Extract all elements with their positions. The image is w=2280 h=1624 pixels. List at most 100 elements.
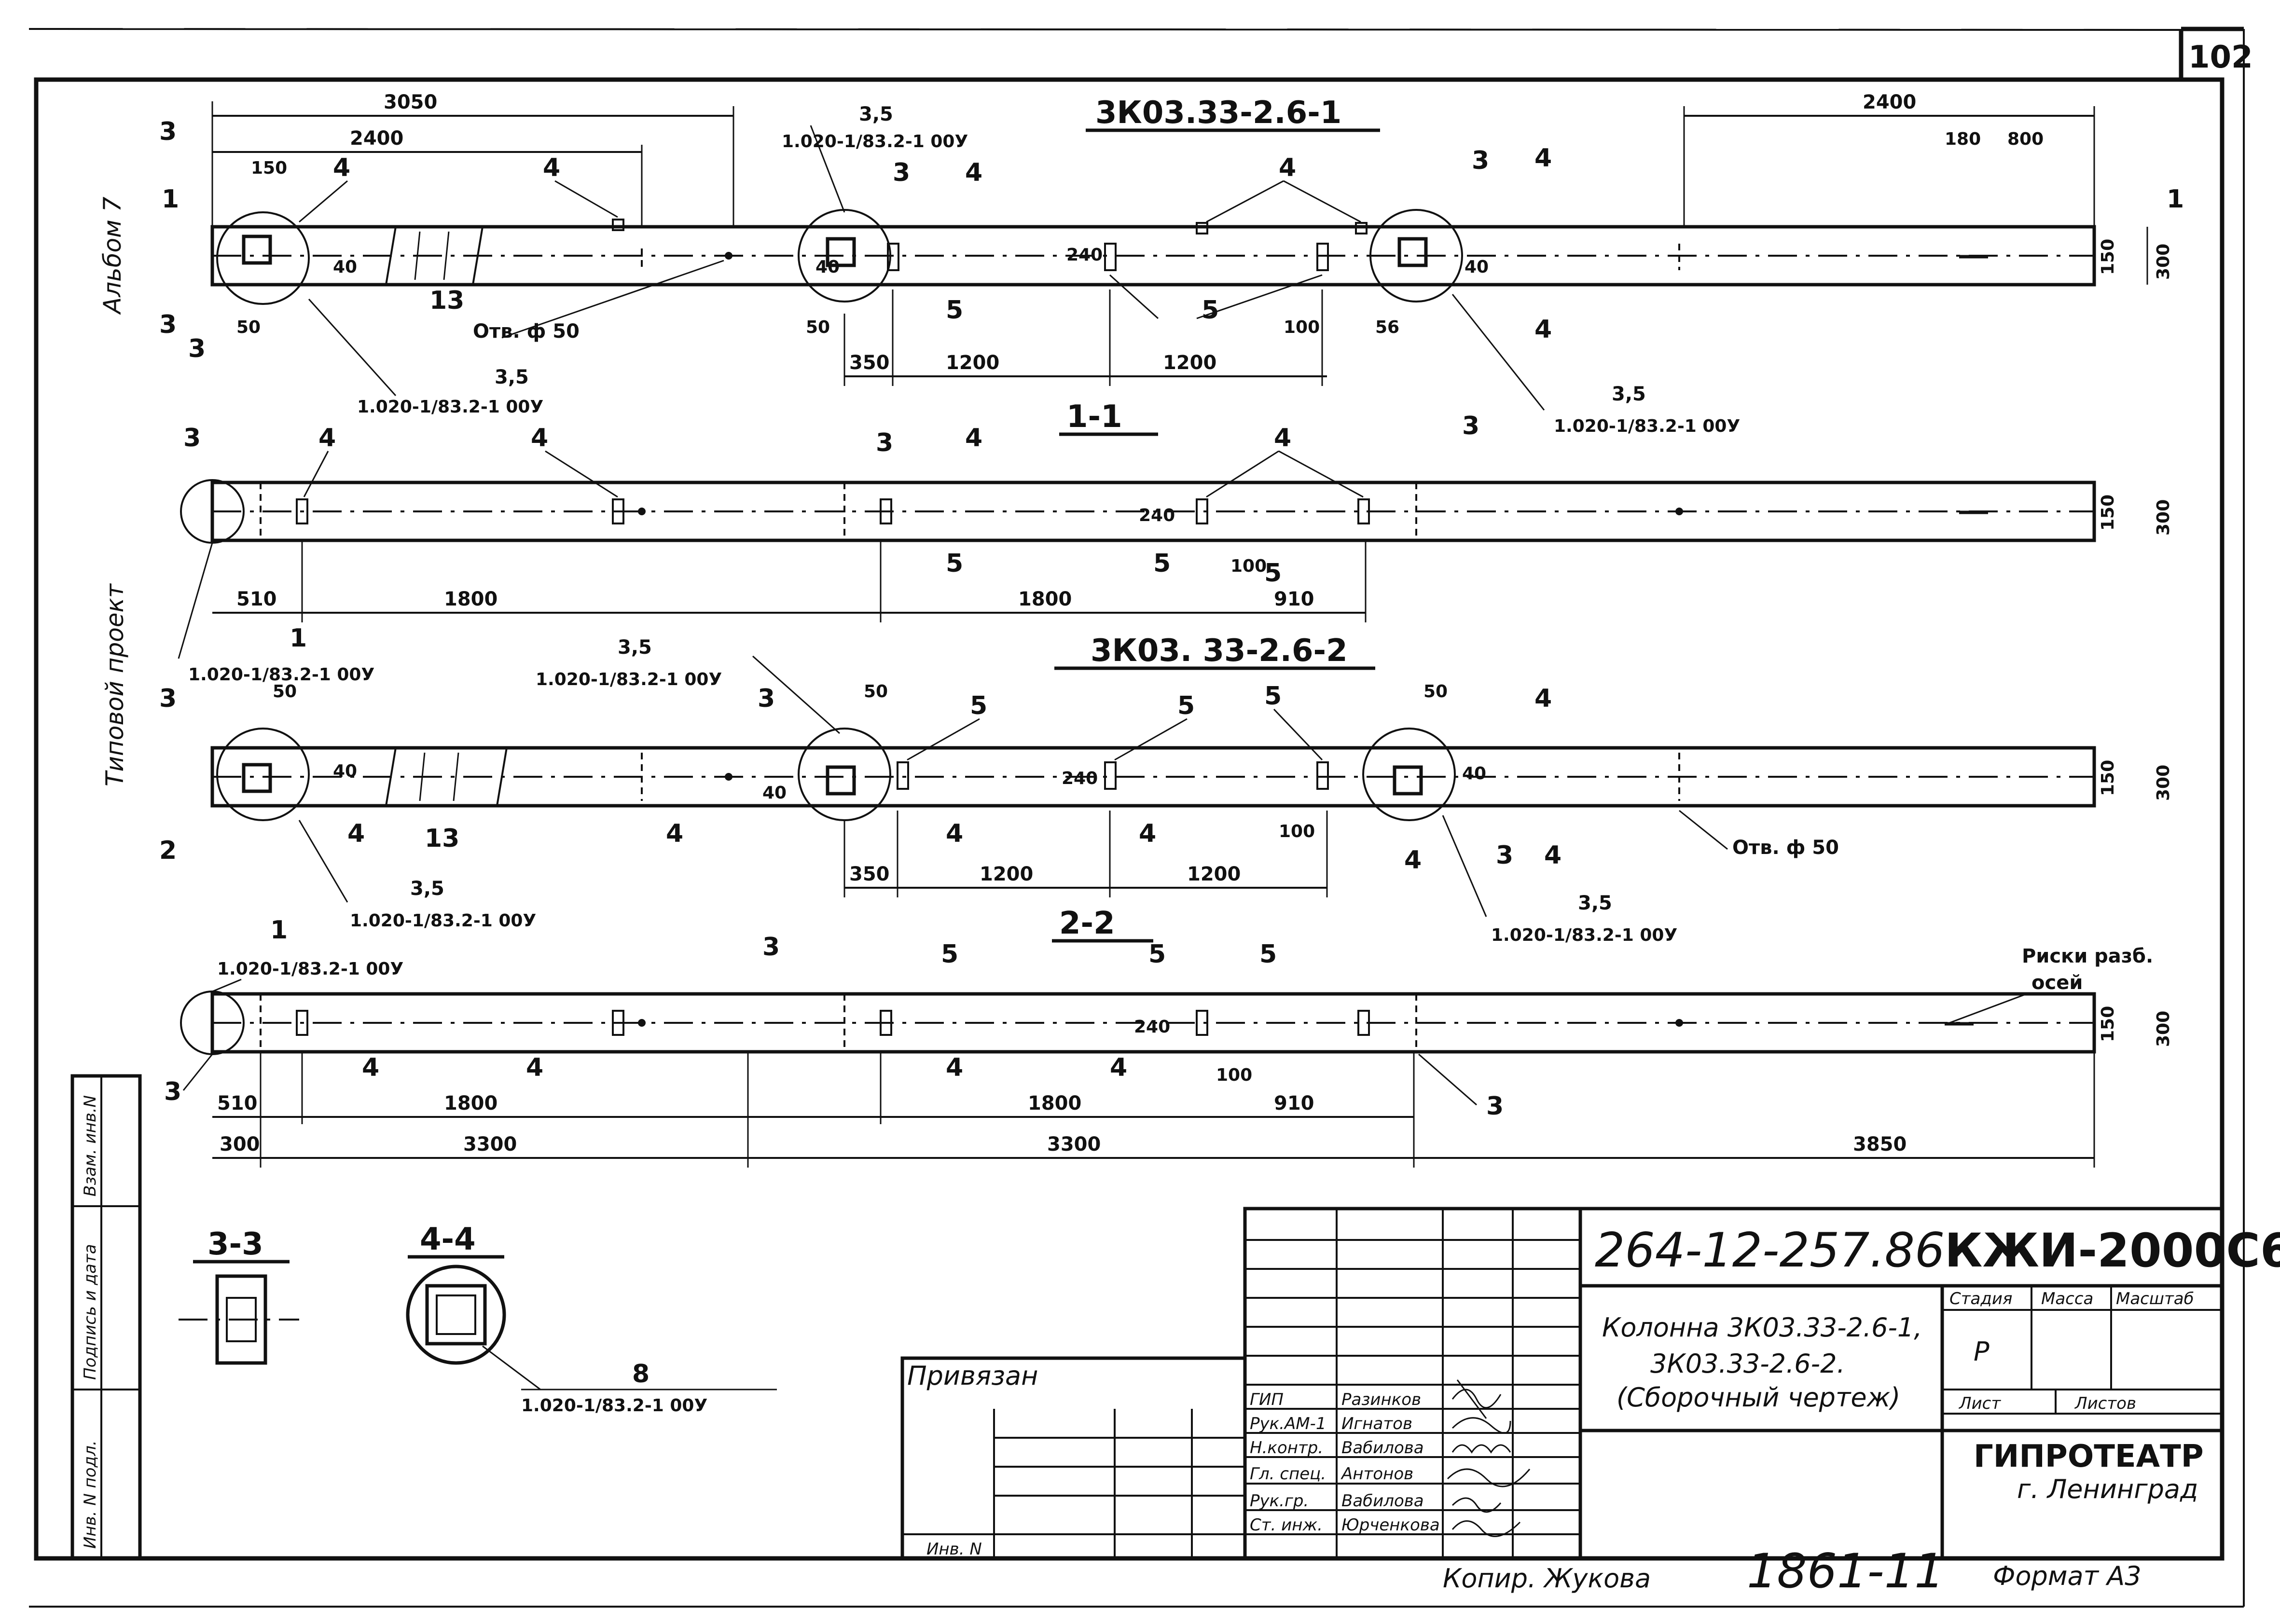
tb-doc-code: 264-12-257.86 <box>1595 1223 1945 1278</box>
tb-role-2: Рук.АМ-1 <box>1250 1414 1326 1433</box>
view-1-leader-ref-bottom <box>308 298 397 397</box>
album-label: Альбом 7 <box>98 196 126 315</box>
section-1-1-dim-300: 300 <box>2154 499 2173 536</box>
view-1-dim-150-right: 150 <box>2098 239 2118 275</box>
section-1-1-leader-4a <box>303 451 329 497</box>
signature-4-icon <box>1447 1468 1531 1487</box>
section-2-2-dim-100: 100 <box>1216 1065 1252 1085</box>
tb-stage-head: Стадия <box>1949 1289 2012 1308</box>
view-1-title: 3К03.33-2.6-1 <box>1095 95 1341 131</box>
view-2-dim-1200-a: 1200 <box>980 863 1033 885</box>
view-1-lug-3 <box>1316 243 1329 271</box>
view-1-ref-35-right: 3,5 <box>1612 383 1646 405</box>
section-1-1-mark-4-b: 4 <box>531 424 548 453</box>
signature-3-icon <box>1451 1444 1511 1454</box>
view-2-cut-4-bottom: 4 <box>1544 841 1561 870</box>
view-2-dim-150: 150 <box>2098 760 2118 796</box>
view-1-dim-350: 350 <box>849 352 890 374</box>
section-1-1-dot-2 <box>1675 508 1683 515</box>
view-1-loop-1 <box>612 219 624 231</box>
section-1-1-mark-4-a: 4 <box>318 424 336 453</box>
view-2-lug-2 <box>1104 761 1117 790</box>
tb-name-2: 3К03.33-2.6-2. <box>1650 1349 1845 1379</box>
view-2-mark-3-right: 3 <box>1496 841 1513 870</box>
tb-name-role-1: Разинков <box>1341 1390 1421 1409</box>
view-1-lug-2 <box>1104 243 1117 271</box>
view-1-column: 3К03.33-2.6-1 3050 2400 150 4 <box>159 91 2184 436</box>
view-2-mark-5-c: 5 <box>1264 682 1282 711</box>
view-2-hole-note: Отв. ф 50 <box>1732 837 1839 859</box>
view-1-plate-right <box>1397 237 1428 267</box>
section-1-1-mark-5-a: 5 <box>946 549 963 578</box>
view-1-mark-4-b: 4 <box>543 153 560 182</box>
view-1-leader-4e <box>1283 180 1361 223</box>
view-2-mark-13: 13 <box>425 824 459 853</box>
section-2-2-leader-ref <box>212 978 242 992</box>
view-1-mark-3-mid: 3 <box>893 158 910 187</box>
view-1-mark-3-right: 3 <box>1472 146 1489 175</box>
section-4-4-circle <box>406 1265 506 1365</box>
section-2-2-dim-3300-a: 3300 <box>463 1133 517 1156</box>
view-1-dim-2400-right: 2400 <box>1863 91 1916 113</box>
section-2-2-dim-150-right: 150 <box>2098 1006 2118 1042</box>
view-2-leader-5c <box>1273 708 1323 761</box>
view-1-lug-1 <box>887 243 899 271</box>
section-1-1-mark-3-b: 3 <box>876 428 893 457</box>
section-2-2-lug-3 <box>880 1010 892 1036</box>
view-1-dim-50-mid: 50 <box>806 317 830 337</box>
view-1-ref-bottom: 1.020-1/83.2-1 00У <box>357 397 543 417</box>
view-2-mark-3-left: 3 <box>159 684 177 713</box>
view-2-leader-ref-right <box>1442 815 1487 917</box>
section-1-1-lug-2 <box>612 498 624 524</box>
tb-city: г. Ленинград <box>2017 1474 2198 1504</box>
view-1-ref-35-top: 3,5 <box>859 103 893 125</box>
view-1-mark-5-a: 5 <box>946 296 963 325</box>
section-1-1-lug-3 <box>880 498 892 524</box>
view-1-leader-5c <box>1196 274 1323 319</box>
section-1-1-mark-5-b: 5 <box>1153 549 1171 578</box>
view-1-cut-4-top: 4 <box>1534 144 1552 173</box>
view-2-dim-50-mid: 50 <box>864 682 888 702</box>
view-2-callout-circle-right <box>1362 728 1456 821</box>
section-2-2: 2-2 510 1800 1800 910 100 240 300 3300 3… <box>164 906 2173 1168</box>
view-2-break-line-1 <box>419 752 426 801</box>
section-2-2-ref: 1.020-1/83.2-1 00У <box>217 959 403 979</box>
view-2-dim-100: 100 <box>1279 822 1315 841</box>
view-2-leader-5a <box>907 718 980 761</box>
section-1-1-ref: 1.020-1/83.2-1 00У <box>188 665 374 685</box>
section-1-1-lug-4 <box>1196 498 1208 524</box>
section-2-2-mark-3-right: 3 <box>1486 1092 1504 1121</box>
title-block: 264-12-257.86 КЖИ-2000С6 Колонна 3К03.33… <box>900 1207 2280 1599</box>
signature-2-icon <box>1451 1417 1511 1434</box>
section-1-1-dim-100: 100 <box>1230 556 1267 576</box>
section-2-2-title: 2-2 <box>1059 906 1115 941</box>
section-2-2-mark-4-b: 4 <box>526 1053 543 1082</box>
tb-stage: Р <box>1974 1336 1990 1367</box>
view-1-dim-240: 240 <box>1066 245 1103 265</box>
view-1-callout-circle-right <box>1369 209 1463 303</box>
section-2-2-mark-5-c: 5 <box>1259 940 1277 969</box>
section-4-4-ref: 1.020-1/83.2-1 00У <box>521 1396 707 1416</box>
top-trim-line <box>28 28 2182 31</box>
section-2-2-mark-5-a: 5 <box>941 940 958 969</box>
view-2-break-line-2 <box>453 752 459 801</box>
section-1-1-mark-3-a: 3 <box>183 424 201 453</box>
section-1-1-dim-240: 240 <box>1139 506 1175 525</box>
tb-bound-box <box>900 1356 1247 1560</box>
section-2-2-dim-3850: 3850 <box>1853 1133 1907 1156</box>
tb-name-3: (Сборочный чертеж) <box>1617 1382 1900 1413</box>
view-1-cut-3-top: 3 <box>159 117 177 146</box>
view-1-cut-4-bottom: 4 <box>1534 315 1552 344</box>
view-2-lug-3 <box>1316 761 1329 790</box>
section-1-1-dim-150: 150 <box>2098 495 2118 531</box>
view-1-dim-100: 100 <box>1284 317 1320 337</box>
view-1-dim-3050: 3050 <box>384 91 437 113</box>
section-1-1-lug-1 <box>296 498 308 524</box>
view-1-leader-35 <box>810 125 845 213</box>
view-1-break-line-1 <box>414 231 421 280</box>
section-2-2-risk-note-1: Риски разб. <box>2022 945 2153 967</box>
view-1-break-zone <box>385 226 484 286</box>
view-2-dim-350: 350 <box>849 863 890 885</box>
section-2-2-dot-1 <box>638 1019 646 1027</box>
